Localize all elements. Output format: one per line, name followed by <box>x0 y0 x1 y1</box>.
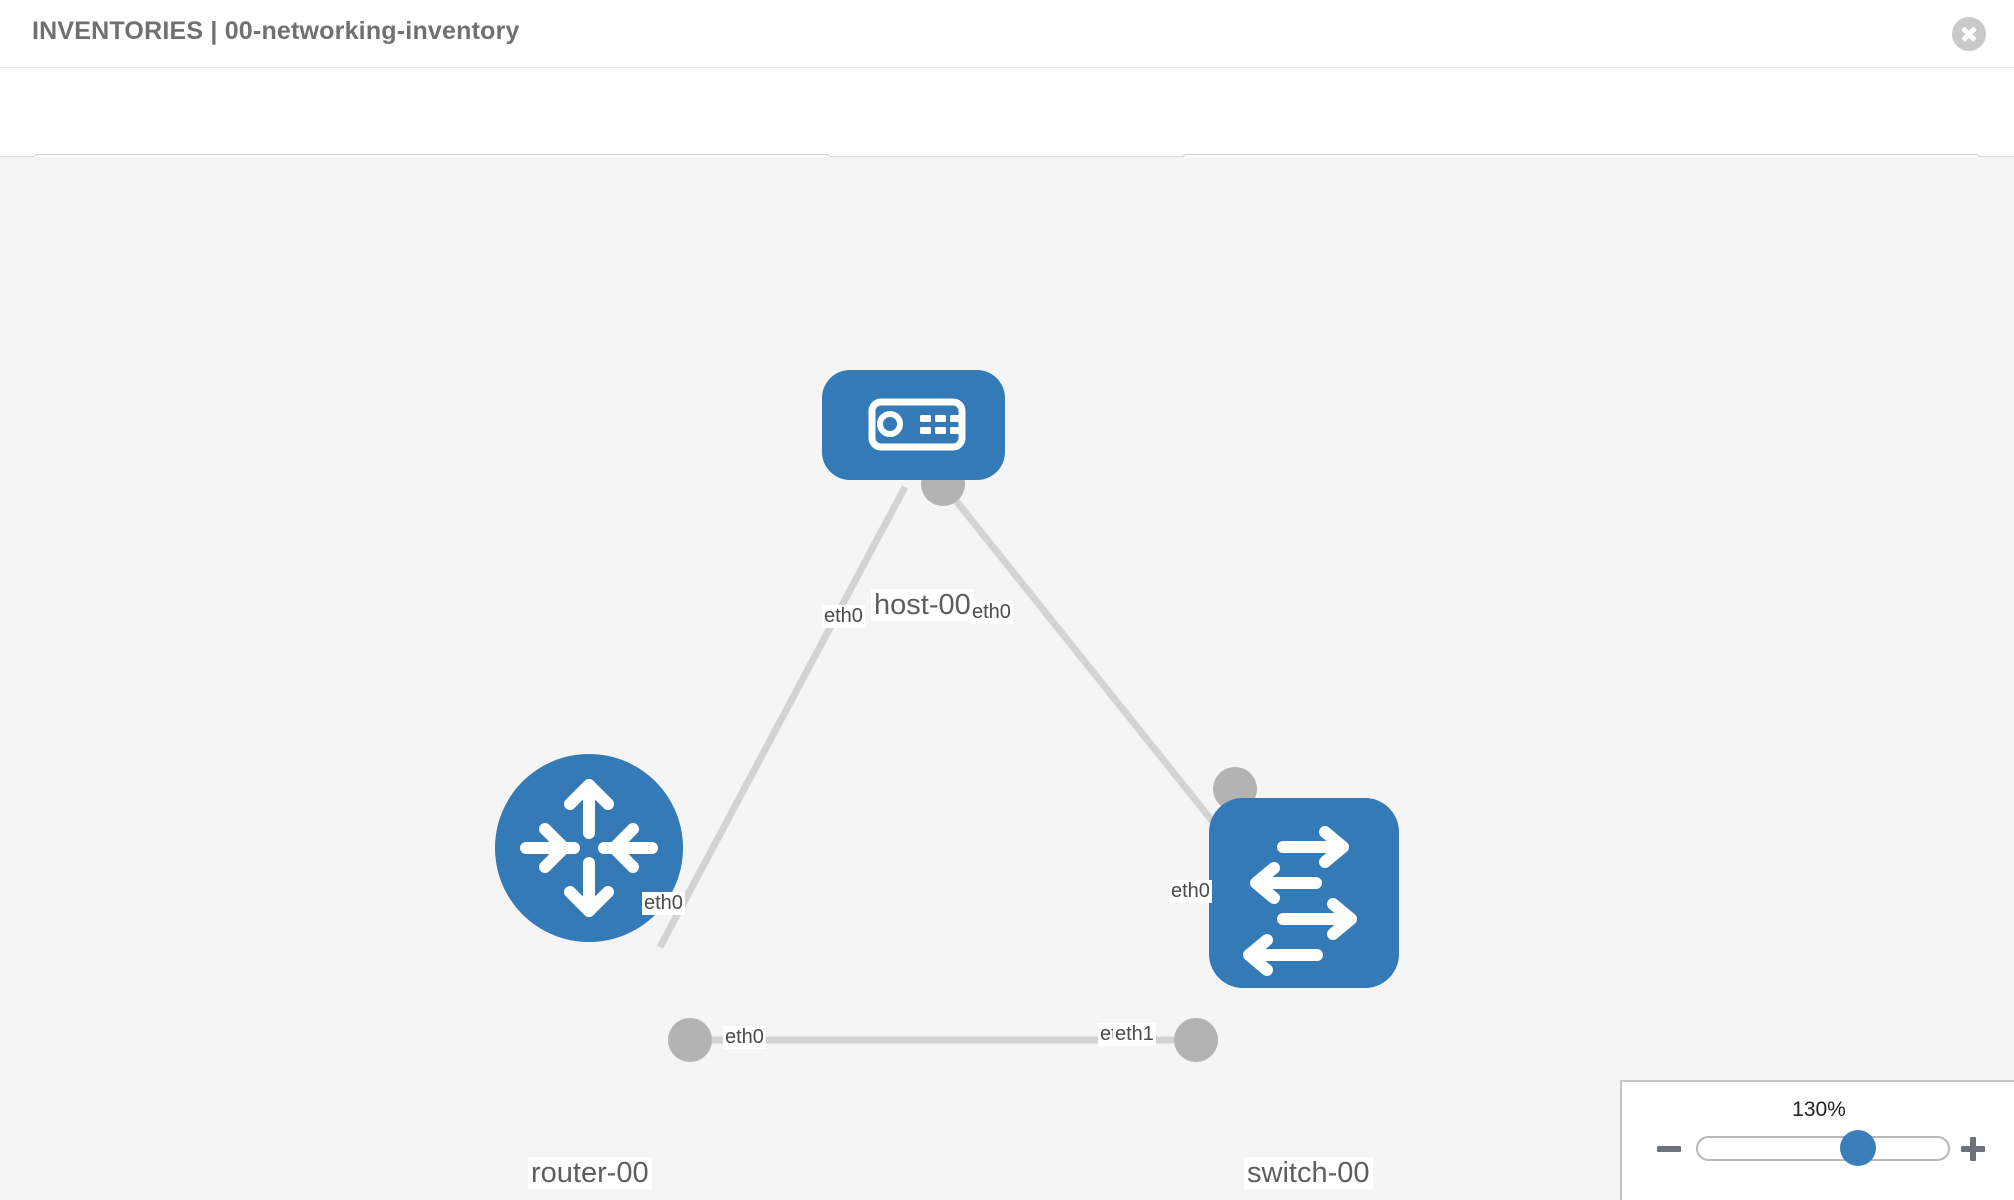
node-label-switch-00: switch-00 <box>1244 1157 1373 1190</box>
page-header: INVENTORIES | 00-networking-inventory <box>0 0 2014 68</box>
server-icon <box>868 398 966 451</box>
iface-label-switch-eth1: eth1 <box>1113 1023 1156 1046</box>
node-label-router-00: router-00 <box>528 1157 652 1190</box>
link-connectors <box>668 462 1257 1062</box>
iface-label-router-eth0-uplink: eth0 <box>642 892 685 915</box>
iface-label-switch-eth0-uplink: eth0 <box>1169 880 1212 903</box>
node-host-00 <box>822 370 1005 480</box>
iface-label-host-eth0-right: eth0 <box>970 601 1013 624</box>
link-host-switch <box>942 484 1228 840</box>
zoom-out-button[interactable] <box>1654 1134 1684 1164</box>
switch-arrows-icon <box>1243 826 1357 976</box>
toolbar: ACTIONS SEARCH <box>0 68 2014 206</box>
zoom-slider-track[interactable] <box>1696 1136 1950 1161</box>
node-switch-00 <box>1209 798 1399 988</box>
iface-label-host-eth0-left: eth0 <box>822 605 865 628</box>
zoom-control-panel: 130% <box>1620 1080 2014 1200</box>
connector-switch-left <box>1174 1018 1218 1062</box>
iface-label-router-eth0: eth0 <box>723 1026 766 1049</box>
topology-graph <box>495 370 1399 1062</box>
node-label-host-00: host-00 <box>871 589 974 622</box>
link-host-router <box>656 485 909 949</box>
zoom-slider-thumb[interactable] <box>1840 1130 1876 1166</box>
connector-router-right <box>668 1018 712 1062</box>
router-arrows-icon <box>520 779 658 917</box>
zoom-in-button[interactable] <box>1958 1134 1988 1164</box>
page-title: INVENTORIES | 00-networking-inventory <box>32 17 520 45</box>
topology-canvas[interactable]: host-00 router-00 switch-00 eth0 eth0 et… <box>0 157 2014 1200</box>
topology-links <box>656 484 1228 1044</box>
close-icon[interactable] <box>1952 17 1986 51</box>
zoom-percent-label: 130% <box>1792 1098 1846 1121</box>
node-router-00 <box>495 754 683 942</box>
